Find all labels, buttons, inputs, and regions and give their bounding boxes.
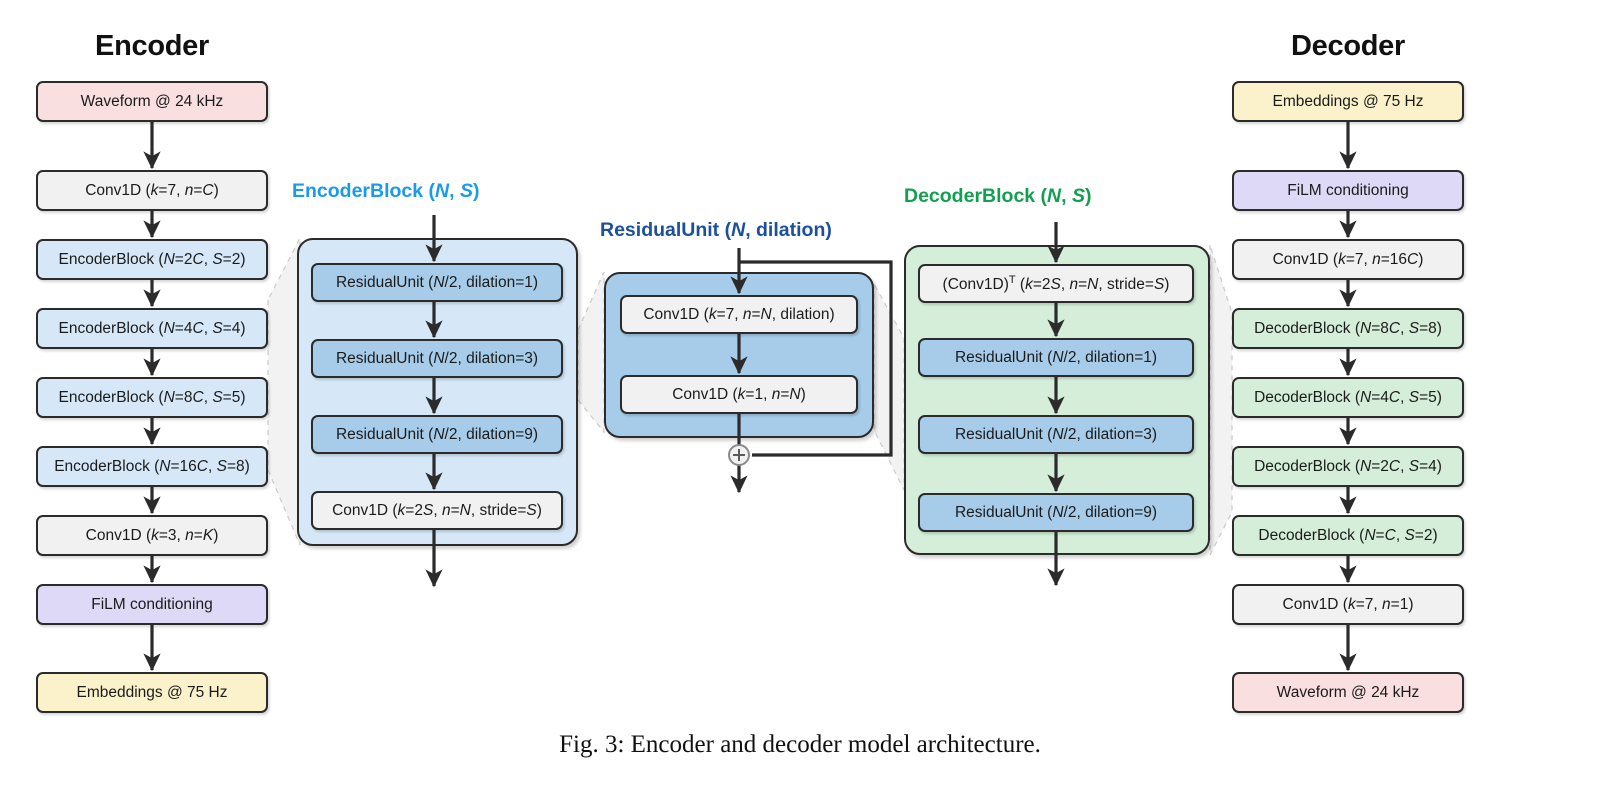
- decoder-node-label: FiLM conditioning: [1287, 181, 1409, 199]
- encoder-node-label: Conv1D (k=7, n=C): [85, 181, 219, 199]
- node-label: ResidualUnit (N/2, dilation=9): [954, 503, 1158, 521]
- decoder-node-conv1d-out[interactable]: Conv1D (k=7, n=1): [1232, 584, 1464, 625]
- encoder-node-encoderblock-1[interactable]: EncoderBlock (N=2C, S=2): [36, 239, 268, 280]
- encoderblock-node-conv1d-stride[interactable]: Conv1D (k=2S, n=N, stride=S): [311, 491, 563, 530]
- node-label: ResidualUnit (N/2, dilation=3): [954, 425, 1158, 443]
- decoderblock-node-residualunit-1[interactable]: ResidualUnit (N/2, dilation=1): [918, 338, 1194, 377]
- residualunit-node-conv1d-dilated[interactable]: Conv1D (k=7, n=N, dilation): [620, 295, 858, 334]
- encoderblock-node-residualunit-3[interactable]: ResidualUnit (N/2, dilation=9): [311, 415, 563, 454]
- encoder-node-label: EncoderBlock (N=4C, S=4): [58, 319, 246, 337]
- decoder-node-decoderblock-3[interactable]: DecoderBlock (N=2C, S=4): [1232, 446, 1464, 487]
- zoom-wedge-encoder-to-encoderblock: [267, 237, 301, 546]
- decoder-node-label: Conv1D (k=7, n=1): [1282, 595, 1414, 613]
- encoder-node-encoderblock-4[interactable]: EncoderBlock (N=16C, S=8): [36, 446, 268, 487]
- decoder-node-waveform[interactable]: Waveform @ 24 kHz: [1232, 672, 1464, 713]
- node-label: Conv1D (k=7, n=N, dilation): [643, 305, 835, 323]
- node-label: ResidualUnit (N/2, dilation=1): [954, 348, 1158, 366]
- decoder-node-label: DecoderBlock (N=8C, S=8): [1254, 319, 1442, 337]
- encoder-node-embeddings[interactable]: Embeddings @ 75 Hz: [36, 672, 268, 713]
- decoderblock-node-convtranspose[interactable]: (Conv1D)T (k=2S, n=N, stride=S): [918, 264, 1194, 303]
- decoder-node-label: Waveform @ 24 kHz: [1276, 683, 1420, 701]
- node-label: Conv1D (k=1, n=N): [672, 385, 806, 403]
- encoderblock-node-residualunit-2[interactable]: ResidualUnit (N/2, dilation=3): [311, 339, 563, 378]
- encoder-node-conv1d-out[interactable]: Conv1D (k=3, n=K): [36, 515, 268, 556]
- encoder-node-encoderblock-2[interactable]: EncoderBlock (N=4C, S=4): [36, 308, 268, 349]
- decoder-node-decoderblock-2[interactable]: DecoderBlock (N=4C, S=5): [1232, 377, 1464, 418]
- decoderblock-node-residualunit-3[interactable]: ResidualUnit (N/2, dilation=9): [918, 493, 1194, 532]
- residual-sum-node: [728, 444, 750, 466]
- node-label: ResidualUnit (N/2, dilation=9): [335, 425, 539, 443]
- encoder-node-label: EncoderBlock (N=8C, S=5): [58, 388, 246, 406]
- decoder-node-label: DecoderBlock (N=4C, S=5): [1254, 388, 1442, 406]
- encoder-node-waveform[interactable]: Waveform @ 24 kHz: [36, 81, 268, 122]
- encoder-node-label: FiLM conditioning: [91, 595, 213, 613]
- decoder-node-decoderblock-1[interactable]: DecoderBlock (N=8C, S=8): [1232, 308, 1464, 349]
- zoom-wedge-decoderblock-to-decoder: [1209, 244, 1233, 556]
- encoder-node-conv1d-in[interactable]: Conv1D (k=7, n=C): [36, 170, 268, 211]
- node-label: Conv1D (k=2S, n=N, stride=S): [332, 501, 542, 519]
- decoder-column-title: Decoder: [1291, 30, 1405, 62]
- decoderblock-panel-title: DecoderBlock (N, S): [904, 185, 1092, 207]
- encoder-node-label: Conv1D (k=3, n=K): [85, 526, 219, 544]
- encoder-node-label: Embeddings @ 75 Hz: [76, 683, 228, 701]
- decoder-node-conv1d-in[interactable]: Conv1D (k=7, n=16C): [1232, 239, 1464, 280]
- encoder-column-title: Encoder: [95, 30, 209, 62]
- encoder-node-label: Waveform @ 24 kHz: [80, 92, 224, 110]
- decoder-node-decoderblock-4[interactable]: DecoderBlock (N=C, S=2): [1232, 515, 1464, 556]
- residualunit-panel-title: ResidualUnit (N, dilation): [600, 219, 832, 241]
- encoderblock-panel-title: EncoderBlock (N, S): [292, 180, 480, 202]
- node-label: (Conv1D)T (k=2S, n=N, stride=S): [942, 273, 1170, 293]
- zoom-wedge-encoderblock-to-residualunit: [577, 271, 605, 434]
- residualunit-node-conv1d-pointwise[interactable]: Conv1D (k=1, n=N): [620, 375, 858, 414]
- encoderblock-node-residualunit-1[interactable]: ResidualUnit (N/2, dilation=1): [311, 263, 563, 302]
- decoder-node-label: Conv1D (k=7, n=16C): [1272, 250, 1424, 268]
- decoderblock-node-residualunit-2[interactable]: ResidualUnit (N/2, dilation=3): [918, 415, 1194, 454]
- encoder-node-label: EncoderBlock (N=2C, S=2): [58, 250, 246, 268]
- node-label: ResidualUnit (N/2, dilation=3): [335, 349, 539, 367]
- zoom-wedge-residualunit-to-decoderblock: [873, 281, 905, 491]
- encoder-node-label: EncoderBlock (N=16C, S=8): [54, 457, 250, 475]
- decoder-node-label: DecoderBlock (N=C, S=2): [1258, 526, 1438, 544]
- decoder-node-embeddings[interactable]: Embeddings @ 75 Hz: [1232, 81, 1464, 122]
- decoder-node-label: Embeddings @ 75 Hz: [1272, 92, 1424, 110]
- encoder-node-film[interactable]: FiLM conditioning: [36, 584, 268, 625]
- figure-caption: Fig. 3: Encoder and decoder model archit…: [559, 731, 1041, 758]
- encoder-node-encoderblock-3[interactable]: EncoderBlock (N=8C, S=5): [36, 377, 268, 418]
- decoder-node-film[interactable]: FiLM conditioning: [1232, 170, 1464, 211]
- node-label: ResidualUnit (N/2, dilation=1): [335, 273, 539, 291]
- decoder-node-label: DecoderBlock (N=2C, S=4): [1254, 457, 1442, 475]
